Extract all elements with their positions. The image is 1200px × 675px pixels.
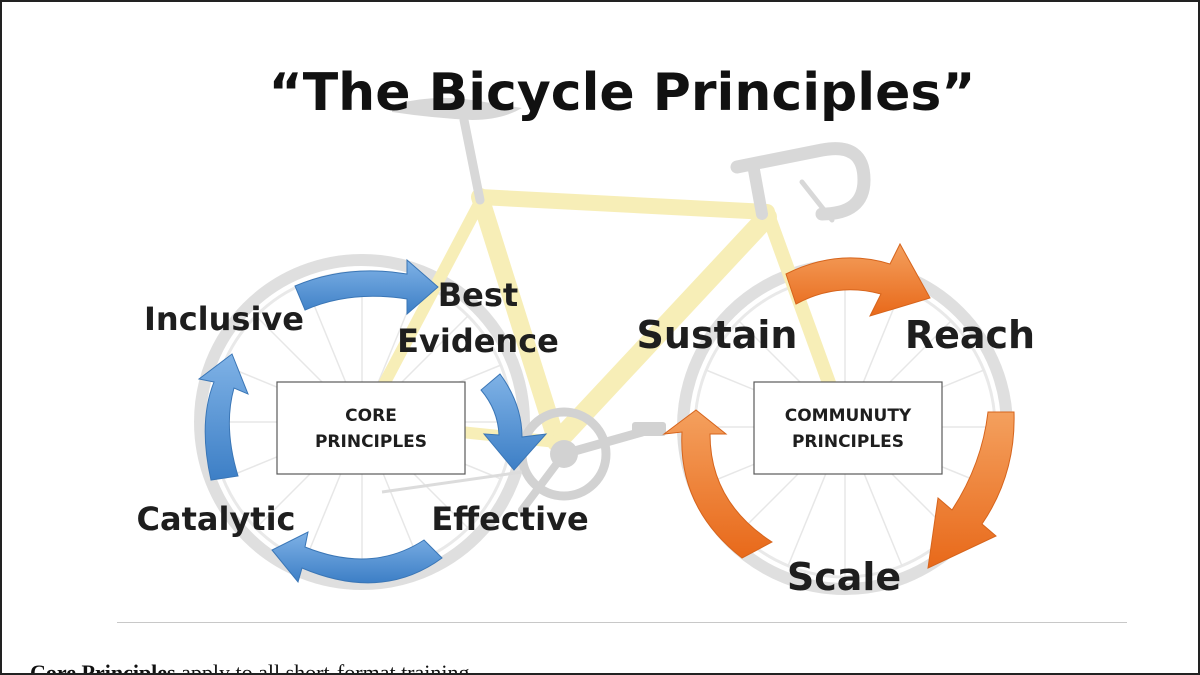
caption-bold: Core Principles <box>30 660 176 675</box>
cycle-arrow <box>785 242 931 317</box>
crankset <box>381 407 666 514</box>
core-box-line2: PRINCIPLES <box>315 432 427 452</box>
label-evidence: Evidence <box>397 322 559 360</box>
core-principles-box: CORE PRINCIPLES <box>276 381 466 475</box>
cycle-arrow <box>480 373 548 471</box>
handlebar <box>730 142 871 223</box>
page-title: “The Bicycle Principles” <box>269 63 976 123</box>
cycle-arrow <box>271 531 443 584</box>
label-scale: Scale <box>787 555 901 599</box>
label-best: Best <box>438 276 518 314</box>
cycle-arrow <box>294 258 439 316</box>
core-box-line1: CORE <box>345 406 397 426</box>
bicycle-illustration <box>194 97 1013 595</box>
community-cycle-arrows <box>662 242 1015 569</box>
label-reach: Reach <box>905 313 1035 357</box>
core-cycle-arrows <box>197 258 548 584</box>
community-box-line2: PRINCIPLES <box>792 432 904 452</box>
caption-text: apply to all short-format training <box>175 660 470 675</box>
cycle-arrow <box>662 409 773 559</box>
saddle <box>392 97 522 205</box>
community-principles-box: COMMUNUTY PRINCIPLES <box>753 381 943 475</box>
cycle-arrow <box>927 411 1015 569</box>
label-inclusive: Inclusive <box>144 300 304 338</box>
divider <box>117 622 1127 623</box>
caption: Core Principles apply to all short-forma… <box>30 660 470 675</box>
label-effective: Effective <box>431 500 588 538</box>
community-box-line1: COMMUNUTY <box>785 406 912 426</box>
label-sustain: Sustain <box>637 313 798 357</box>
cycle-arrow <box>197 353 249 481</box>
label-catalytic: Catalytic <box>136 500 295 538</box>
